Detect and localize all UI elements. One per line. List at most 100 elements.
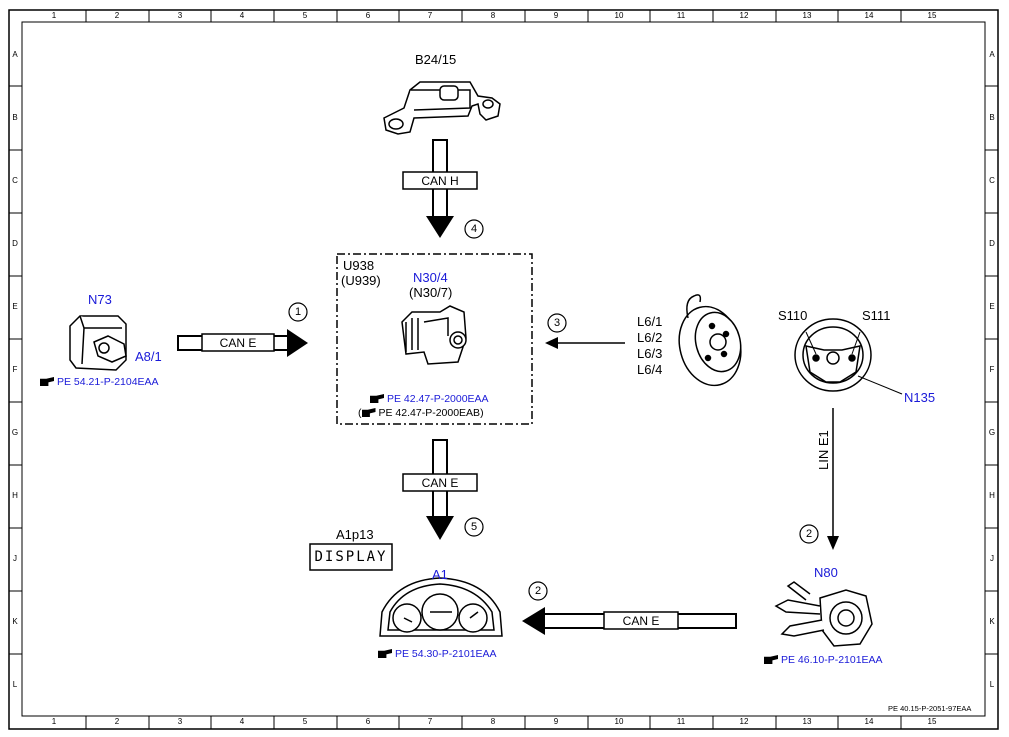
- col-label: 14: [864, 11, 874, 20]
- col-label: 1: [51, 717, 57, 726]
- pointing-hand-icon: [378, 649, 392, 658]
- can-e-mid-arrow: [402, 439, 478, 540]
- grid-ticks: [9, 10, 998, 729]
- pointing-hand-icon: [764, 655, 778, 664]
- row-label: G: [988, 428, 996, 437]
- col-label: 10: [614, 11, 624, 20]
- col-label: 12: [739, 11, 749, 20]
- col-label: 1: [51, 11, 57, 20]
- s111-label: S111: [862, 308, 891, 323]
- a8-1-label: A8/1: [135, 349, 162, 364]
- pointing-hand-icon: [40, 377, 54, 386]
- l6-to-n30-arrow: [545, 337, 625, 349]
- col-label: 11: [676, 11, 686, 20]
- col-label: 10: [614, 717, 624, 726]
- a1-reference-link[interactable]: PE 54.30-P-2101EAA: [378, 648, 497, 660]
- can-e-mid-label: CAN E: [421, 476, 459, 490]
- row-label: H: [12, 491, 18, 500]
- row-label: J: [13, 554, 17, 563]
- n30-4-label: N30/4: [413, 270, 448, 285]
- row-label: K: [989, 617, 995, 626]
- can-e-bottom-label: CAN E: [622, 614, 660, 628]
- display-text: DISPLAY: [314, 549, 388, 565]
- col-label: 8: [490, 11, 496, 20]
- n30-4-ref-text: PE 42.47-P-2000EAA: [387, 393, 489, 405]
- u938-label: U938: [343, 258, 375, 273]
- l6-4-label: L6/4: [637, 362, 663, 377]
- b24-15-label: B24/15: [415, 52, 457, 67]
- n30-4-reference-link[interactable]: PE 42.47-P-2000EAA: [370, 393, 489, 405]
- lin-e1-arrow: [827, 408, 839, 550]
- col-label: 2: [114, 717, 120, 726]
- n80-steering-column-module-icon: [774, 581, 873, 647]
- s110-label: S110: [778, 308, 808, 323]
- row-label: F: [989, 365, 995, 374]
- row-label: H: [989, 491, 995, 500]
- row-label: C: [12, 176, 18, 185]
- col-label: 9: [553, 717, 559, 726]
- step-4-number: 4: [470, 223, 478, 235]
- can-e-left-arrow: [177, 329, 308, 357]
- n30-7-reference-link[interactable]: ( PE 42.47-P-2000EAB): [358, 407, 484, 419]
- row-label: L: [989, 680, 995, 689]
- n80-reference-link[interactable]: PE 46.10-P-2101EAA: [764, 654, 883, 666]
- can-e-left-label: CAN E: [219, 336, 257, 350]
- row-label: J: [990, 554, 994, 563]
- row-label: D: [12, 239, 18, 248]
- l6-1-label: L6/1: [637, 314, 663, 329]
- row-label: E: [989, 302, 995, 311]
- col-label: 6: [365, 717, 371, 726]
- n30-7-ref-paren: (: [358, 407, 362, 419]
- l6-wheel-sensor-icon: [678, 294, 742, 387]
- n73-ref-text: PE 54.21-P-2104EAA: [57, 376, 159, 388]
- col-label: 9: [553, 11, 559, 20]
- row-label: D: [989, 239, 995, 248]
- l6-2-label: L6/2: [637, 330, 663, 345]
- lin-e1-label: LIN E1: [816, 430, 831, 470]
- a1p13-label: A1p13: [336, 527, 374, 542]
- col-label: 7: [427, 717, 433, 726]
- n73-ignition-switch-icon: [69, 315, 127, 371]
- row-label: B: [12, 113, 18, 122]
- b24-15-sensor-icon: [383, 81, 501, 135]
- col-label: 4: [239, 11, 245, 20]
- col-label: 12: [739, 717, 749, 726]
- document-id: PE 40.15-P-2051-97EAA: [888, 704, 972, 713]
- pointing-hand-icon: [370, 394, 384, 403]
- col-label: 15: [927, 11, 937, 20]
- pointing-hand-icon: [361, 408, 376, 417]
- col-label: 3: [177, 717, 183, 726]
- row-label: A: [989, 50, 995, 59]
- n80-label: N80: [814, 565, 838, 580]
- n30-7-label: (N30/7): [409, 285, 453, 300]
- n30-7-ref-text: PE 42.47-P-2000EAB): [378, 407, 484, 419]
- step-2b-number: 2: [534, 585, 542, 597]
- n135-label: N135: [904, 390, 936, 405]
- u939-label: (U939): [341, 273, 381, 288]
- col-label: 13: [802, 11, 812, 20]
- can-h-label: CAN H: [421, 174, 459, 188]
- row-label: K: [12, 617, 18, 626]
- n73-label: N73: [88, 292, 112, 307]
- l6-3-label: L6/3: [637, 346, 663, 361]
- col-label: 4: [239, 717, 245, 726]
- col-label: 3: [177, 11, 183, 20]
- col-label: 6: [365, 11, 371, 20]
- can-h-arrow: [402, 139, 478, 238]
- col-label: 5: [302, 11, 308, 20]
- n135-steering-wheel-icon: [794, 318, 903, 395]
- row-label: E: [12, 302, 18, 311]
- col-label: 11: [676, 717, 686, 726]
- step-1-number: 1: [294, 306, 302, 318]
- col-label: 15: [927, 717, 937, 726]
- row-label: C: [989, 176, 995, 185]
- col-label: 2: [114, 11, 120, 20]
- can-e-bottom-arrow: [522, 607, 737, 635]
- row-label: A: [12, 50, 18, 59]
- u938-box: [336, 253, 533, 425]
- step-3-number: 3: [553, 317, 561, 329]
- n73-reference-link[interactable]: PE 54.21-P-2104EAA: [40, 376, 159, 388]
- a1p13-display-box: [309, 543, 393, 571]
- row-label: L: [12, 680, 18, 689]
